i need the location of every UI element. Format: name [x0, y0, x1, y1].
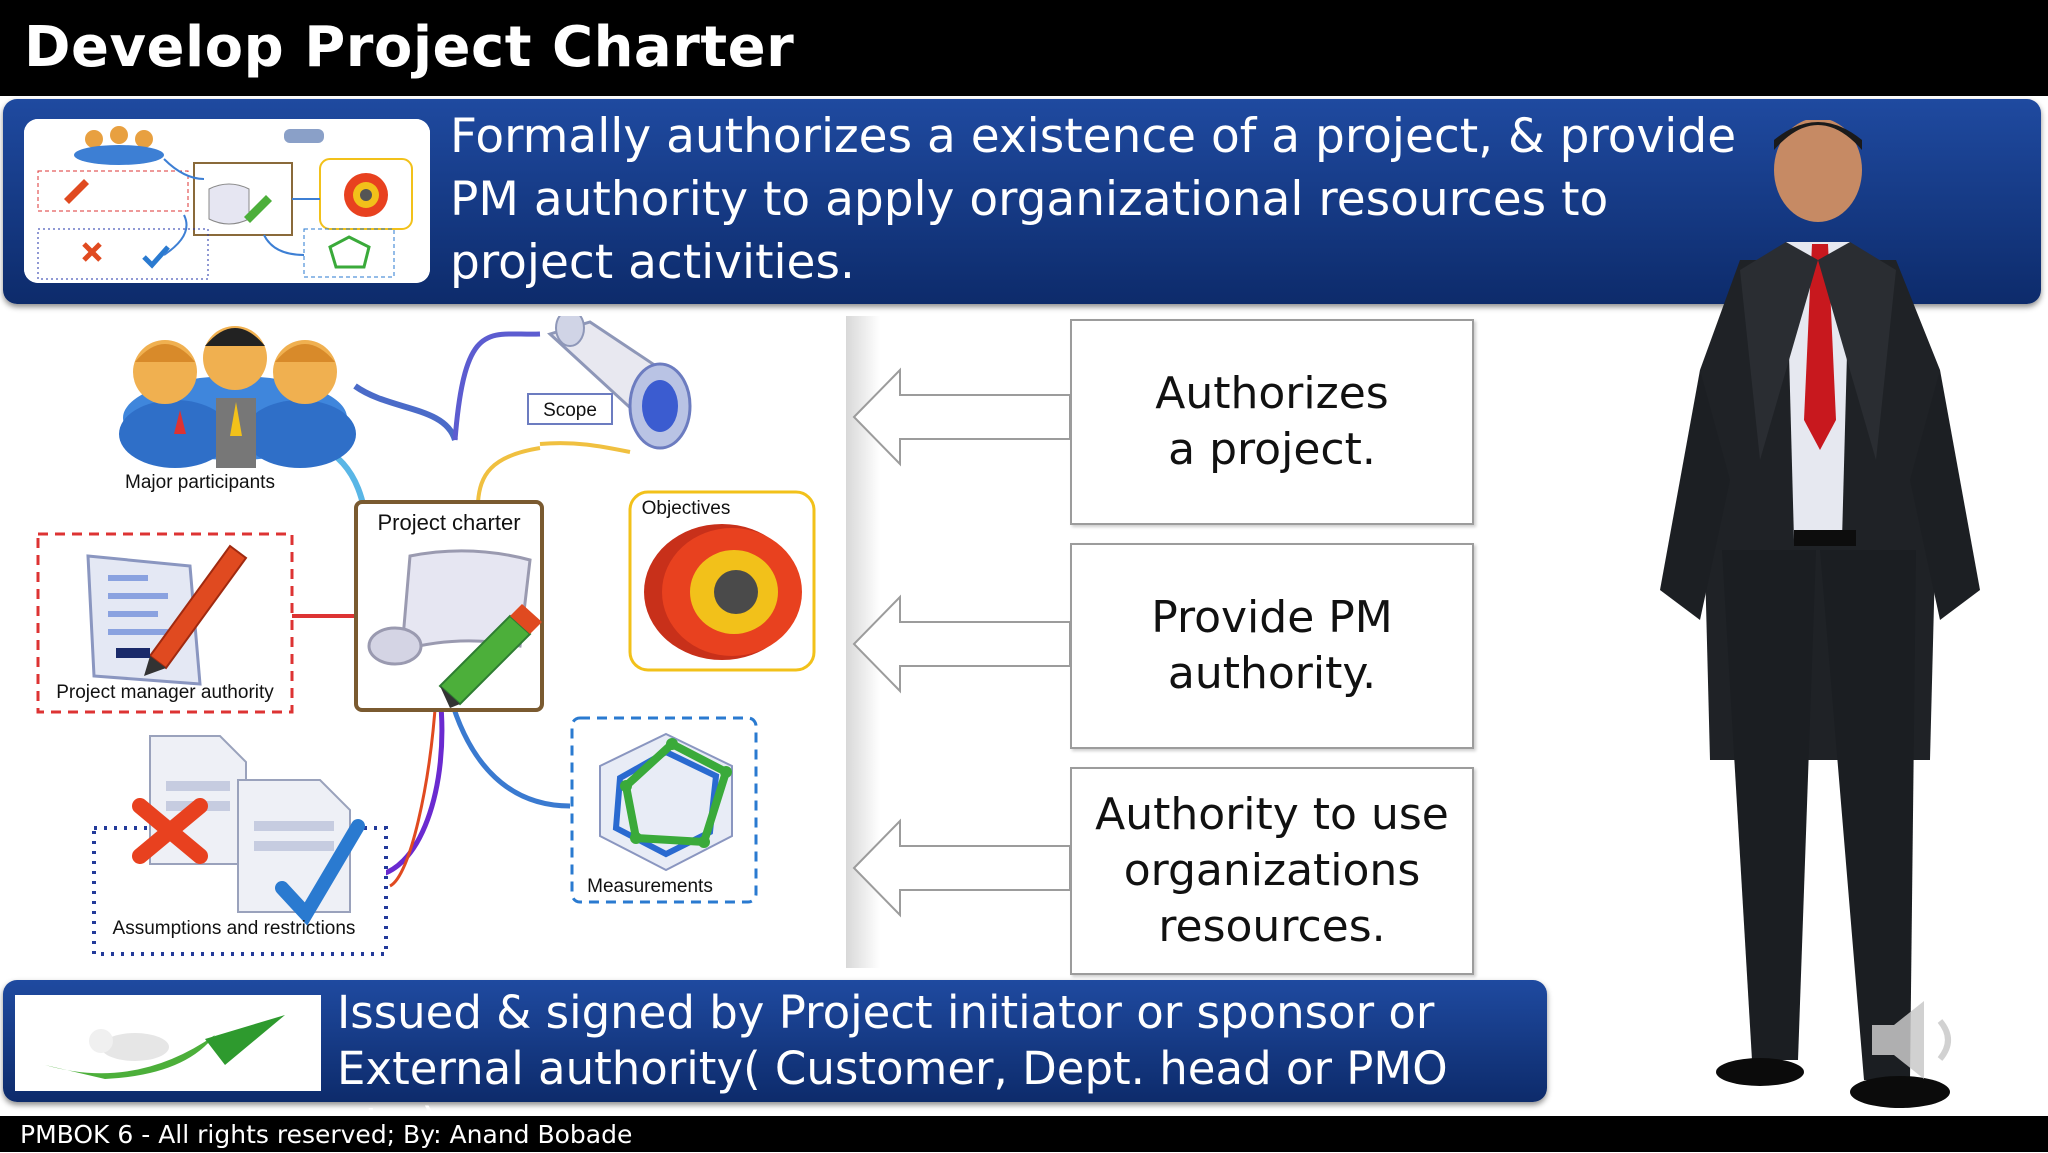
major-participants-label: Major participants: [125, 472, 275, 493]
scope-label: Scope: [543, 400, 597, 421]
presenter-photo: [1660, 120, 1980, 1108]
diagram-thumbnail: [24, 119, 430, 283]
assumptions-branch-2: [389, 695, 438, 888]
left-arrow-icon: [852, 594, 1071, 694]
slide-title: Develop Project Charter: [24, 15, 795, 80]
footer-bar: PMBOK 6 - All rights reserved; By: Anand…: [0, 1116, 2048, 1152]
callout-authorizes-project: Authorizes a project.: [1070, 319, 1474, 525]
telescope-icon: [547, 309, 692, 450]
objectives-branch-2: [539, 441, 631, 454]
pm-authority-label: Project manager authority: [56, 682, 274, 703]
left-arrow-icon: [852, 367, 1071, 467]
signature-thumbnail: [15, 995, 321, 1091]
callout-text: Provide PM authority.: [1151, 592, 1393, 699]
measurements-branch: [447, 695, 571, 809]
definition-text: Formally authorizes a existence of a pro…: [450, 109, 1737, 290]
issuer-box: Issued & signed by Project initiator or …: [3, 980, 1547, 1151]
definition-box: Formally authorizes a existence of a pro…: [3, 99, 2041, 304]
scroll-icon: [367, 549, 542, 708]
left-arrow-icon: [852, 818, 1071, 918]
assumptions-branch: [369, 695, 445, 879]
checkmark-figure-icon: [15, 995, 321, 1091]
scope-branch: [353, 383, 458, 442]
callout-authority-resources: Authority to use organizations resources…: [1070, 767, 1474, 975]
major-participants-icon: [119, 326, 356, 468]
scope-branch-2: [452, 331, 541, 441]
target-icon: [644, 524, 802, 660]
objectives-label: Objectives: [642, 498, 731, 519]
assumptions-label: Assumptions and restrictions: [113, 918, 356, 939]
measurements-label: Measurements: [587, 876, 713, 897]
callout-provide-pm-authority: Provide PM authority.: [1070, 543, 1474, 749]
issuer-text: Issued & signed by Project initiator or …: [337, 986, 1448, 1151]
radar-chart-icon: [599, 732, 733, 872]
project-charter-label: Project charter: [377, 510, 520, 535]
speaker-icon[interactable]: [1862, 995, 1982, 1085]
title-bar: Develop Project Charter: [0, 0, 2048, 96]
callout-text: Authority to use organizations resources…: [1095, 789, 1449, 952]
footer-copyright: PMBOK 6 - All rights reserved; By: Anand…: [20, 1120, 633, 1149]
callout-text: Authorizes a project.: [1155, 368, 1389, 475]
document-pen-icon: [86, 544, 248, 686]
project-charter-diagram: Major participants Scope Project charter…: [10, 309, 846, 968]
documents-icon: [132, 735, 365, 926]
objectives-branch: [476, 446, 541, 503]
scope-label-box: [527, 393, 613, 425]
mini-diagram-icon: [24, 119, 430, 283]
